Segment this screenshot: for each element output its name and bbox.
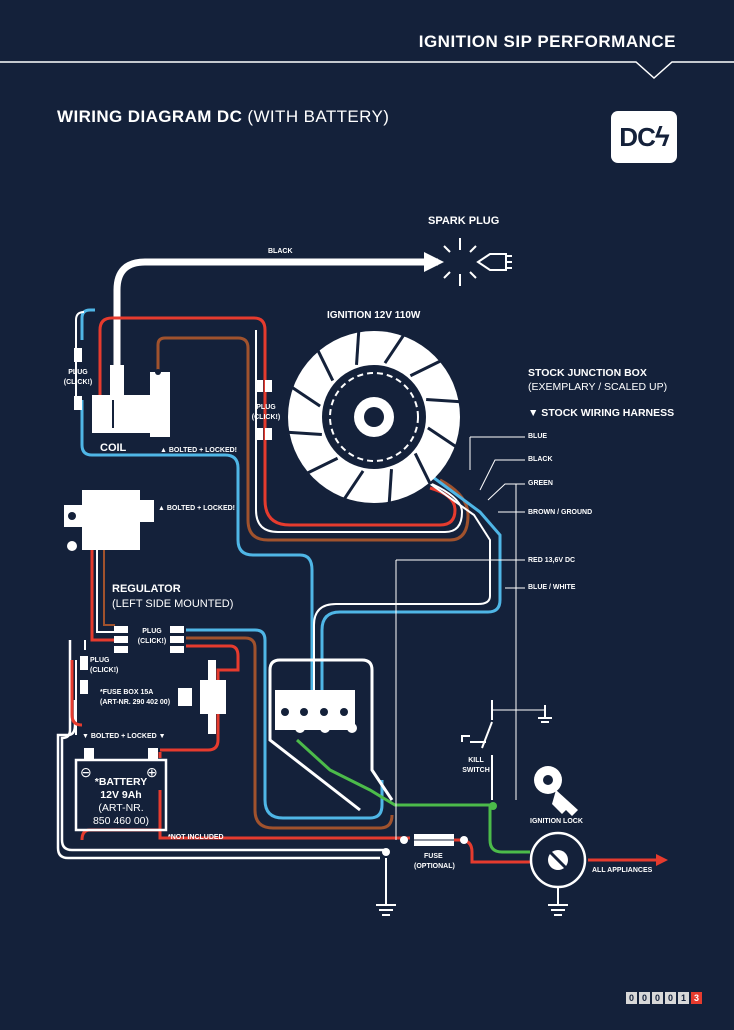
coil-label: COIL — [100, 442, 127, 454]
white-wire-left-plug — [75, 311, 85, 400]
battery-label: *BATTERY 12V 9Ah (ART-NR. 850 460 00) — [76, 776, 166, 828]
coil-bolted-label: ▲ BOLTED + LOCKED! — [160, 447, 237, 454]
black-wire-label: BLACK — [268, 248, 293, 255]
page-digit: 0 — [626, 992, 637, 1004]
ground-icons — [376, 858, 568, 916]
red-reg-to-fusebox — [160, 644, 240, 752]
lightning-bolt-icon: ϟ — [654, 121, 670, 152]
fuse-box-icon — [178, 660, 226, 734]
green-wire — [295, 738, 530, 854]
page-digit: 0 — [639, 992, 650, 1004]
white-ground-wire-2 — [56, 700, 380, 860]
ignition-lock-label: IGNITION LOCK — [530, 818, 583, 825]
harness-label: ▼ STOCK WIRING HARNESS — [528, 407, 675, 419]
spark-plug-icon — [443, 238, 512, 286]
page-digit: 0 — [665, 992, 676, 1004]
page-title: WIRING DIAGRAM DC (WITH BATTERY) — [57, 107, 389, 127]
dc-badge-text: DC — [619, 121, 656, 152]
kill-switch-label: KILL SWITCH — [456, 756, 496, 776]
page-counter: 0 0 0 0 1 3 — [626, 992, 702, 1004]
header-title: IGNITION SIP PERFORMANCE — [418, 32, 676, 51]
page-digit: 0 — [652, 992, 663, 1004]
not-included-label: *NOT INCLUDED — [168, 834, 224, 841]
regulator-bolted-label: ▲ BOLTED + LOCKED! — [158, 505, 235, 512]
fuse-icon — [400, 834, 468, 846]
ignition-label: IGNITION 12V 110W — [327, 310, 421, 321]
white-wire-ignition — [255, 330, 464, 533]
ht-lead-arrow — [424, 252, 444, 272]
white-wire-right — [313, 479, 491, 700]
junction-subtitle: (EXEMPLARY / SCALED UP) — [528, 381, 668, 393]
harness-lines — [395, 436, 545, 840]
kill-switch-icon — [461, 700, 552, 800]
kill-switch-label-line-1: KILL — [468, 757, 484, 764]
plug-label-battery: PLUG (CLICK!) — [90, 657, 119, 674]
reg-wire-red — [90, 550, 115, 642]
spark-plug-label: SPARK PLUG — [428, 215, 500, 227]
all-appliances-label: ALL APPLIANCES — [592, 867, 653, 874]
reg-wire-white — [96, 550, 115, 633]
battery-label-line-3: (ART-NR. — [98, 802, 144, 814]
kill-switch-label-line-2: SWITCH — [462, 767, 490, 774]
fuse-box-art-label: (ART-NR. 290 402 00) — [100, 699, 171, 706]
plug-label-coil: PLUG (CLICK!) — [63, 369, 93, 386]
ground-node — [382, 848, 390, 856]
blue-reg-to-junction — [186, 628, 384, 820]
brown-reg-to-junction — [186, 636, 394, 830]
ignition-lock-icon — [529, 831, 587, 889]
page-number-current: 3 — [691, 992, 702, 1004]
plug-label-regulator: PLUG (CLICK!) — [137, 628, 167, 645]
wire-label-red: RED 13,6V DC — [528, 557, 576, 564]
plug-label-ignition: PLUG (CLICK!) — [251, 404, 281, 421]
junction-title: STOCK JUNCTION BOX — [528, 367, 647, 379]
battery-label-line-4: 850 460 00) — [92, 815, 150, 827]
blue-wire-right — [320, 473, 502, 700]
red-wire-coil — [98, 316, 457, 527]
regulator-title: REGULATOR — [112, 583, 181, 595]
wire-label-blue: BLUE — [528, 433, 548, 440]
fuse-box-label: *FUSE BOX 15A — [100, 689, 154, 696]
wire-label-black: BLACK — [528, 456, 553, 463]
ignition-rotor-icon — [287, 330, 461, 504]
wire-label-green: GREEN — [528, 480, 553, 487]
page-digit: 1 — [678, 992, 689, 1004]
battery-label-line-2: 12V 9Ah — [100, 789, 142, 801]
appliances-arrow — [656, 854, 668, 866]
black-ht-lead — [113, 258, 438, 395]
reg-wire-brown — [103, 550, 115, 626]
header-rule — [0, 61, 734, 80]
fuse-label: FUSE — [424, 853, 443, 860]
page-title-bold: WIRING DIAGRAM DC — [57, 107, 243, 126]
svg-text:⊕: ⊕ — [146, 764, 158, 780]
battery-bolted-label: ▼ BOLTED + LOCKED ▼ — [82, 733, 166, 740]
battery-icon: ⊖ ⊕ — [74, 748, 168, 832]
wire-label-blue-white: BLUE / WHITE — [528, 584, 576, 591]
plug-connectors — [74, 348, 272, 694]
junction-box-icon — [268, 658, 394, 812]
wire-label-brown: BROWN / GROUND — [528, 509, 593, 516]
svg-text:⊖: ⊖ — [80, 764, 92, 780]
fuse-optional-label: (OPTIONAL) — [414, 863, 455, 870]
regulator-icon — [64, 490, 154, 551]
page-title-thin: (WITH BATTERY) — [247, 107, 390, 126]
green-node — [489, 802, 497, 810]
key-icon — [534, 766, 578, 816]
white-ground-wire — [60, 640, 385, 852]
battery-label-line-1: *BATTERY — [94, 776, 148, 788]
coil-icon — [92, 365, 170, 437]
regulator-subtitle: (LEFT SIDE MOUNTED) — [112, 598, 234, 610]
brown-wire-coil — [156, 336, 470, 542]
dc-badge: DC ϟ — [611, 111, 677, 163]
